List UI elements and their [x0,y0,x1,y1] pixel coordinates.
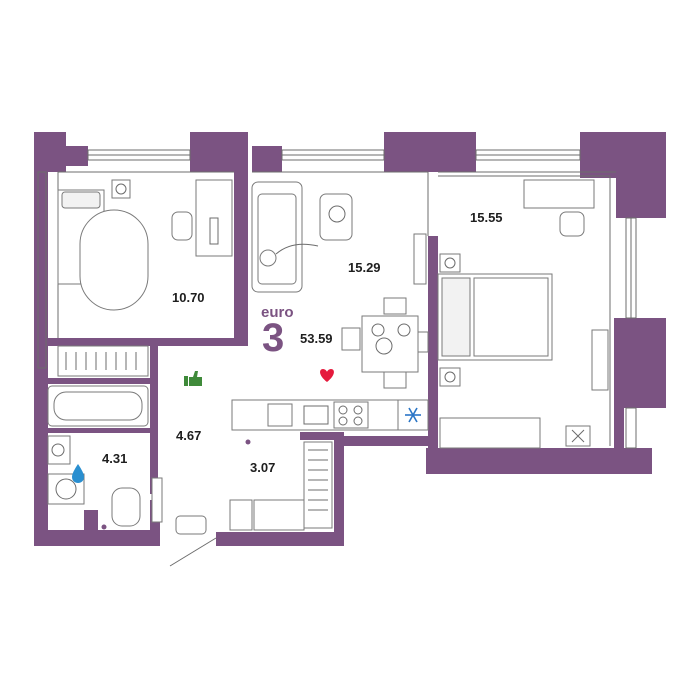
wardrobe-corridor [303,441,333,529]
cooktop [333,401,369,429]
wall-bottom-right [426,448,652,474]
wall-bath-right [150,344,158,494]
bedroom-left [57,179,233,311]
snowflake-icon [405,407,421,423]
doormat [175,515,207,535]
sink [267,403,293,427]
room-outlines [57,171,616,446]
wall-pillar-1b [234,172,248,342]
room-area-hallway: 4.67 [176,428,201,443]
floor-lamp [259,249,277,267]
bench [229,499,253,531]
wall-bath-top [46,378,150,384]
kitchen-counter [231,399,399,431]
hall-marker [245,439,251,445]
wall-bottom-step [84,510,98,540]
nightstand-top [439,253,461,273]
bathroom [47,385,163,527]
chair-top [383,297,407,315]
entrance-door [169,537,217,567]
walls [34,132,666,546]
room-area-corridor: 3.07 [250,460,275,475]
shoe-rack [253,499,305,531]
wardrobe-hall [57,345,149,377]
wall-pillar-2 [252,146,282,172]
rooms-count: 3 [262,316,284,360]
nightstand-bottom [439,367,461,387]
oval-rug [79,209,149,311]
wall-top-left [48,146,88,166]
hallway [57,345,333,567]
wall-left-notch [34,370,46,376]
room-area-bathroom: 4.31 [102,451,127,466]
room-area-living: 15.29 [348,260,381,275]
wall-pillar-4 [580,132,666,178]
chair-left [171,211,193,241]
sink-bath [47,435,71,465]
chair-bottom [383,371,407,389]
living-room [251,181,429,389]
heart-icon [320,369,334,382]
wall-pillar-3 [384,132,476,172]
room-area-bedroom-left: 10.70 [172,290,205,305]
wall-right-lower [614,406,624,452]
wall-right-top [616,178,666,218]
wall-bath-right-low [150,500,160,546]
wall-kitchen-bottom [344,436,428,446]
room-area-bedroom-right: 15.55 [470,210,503,225]
bedroom-right [437,179,609,449]
chair-right [559,211,585,237]
wall-corridor-right [334,436,344,532]
wall-pillar-1 [190,132,248,172]
wall-bottom-mid [216,532,344,546]
windows [37,149,637,449]
chair-left-din [341,327,361,351]
wardrobe-right [439,417,541,449]
tv-unit [413,233,427,285]
chair-right-din [417,331,429,353]
coffee-table [319,193,353,241]
bath-marker [101,524,107,530]
window-right-low [625,407,637,449]
water-drop-icon [72,464,84,483]
kitchen [231,399,429,431]
nightstand-left [111,179,131,199]
wall-right-pillar [614,318,666,408]
wall-right-room-left [428,236,438,448]
window-left [37,171,47,369]
wall-bedroom-bottom [48,338,248,346]
toilet [111,487,141,527]
towel-rail [151,477,163,523]
wall-corridor-top [300,432,344,440]
wall-bath-divider [46,428,150,433]
dining-table [361,315,419,373]
dresser [591,329,609,391]
total-area: 53.59 [300,331,333,346]
apartment-type-label: euro [261,304,294,321]
thumbs-up-icon [184,371,202,386]
desk-right [523,179,595,209]
